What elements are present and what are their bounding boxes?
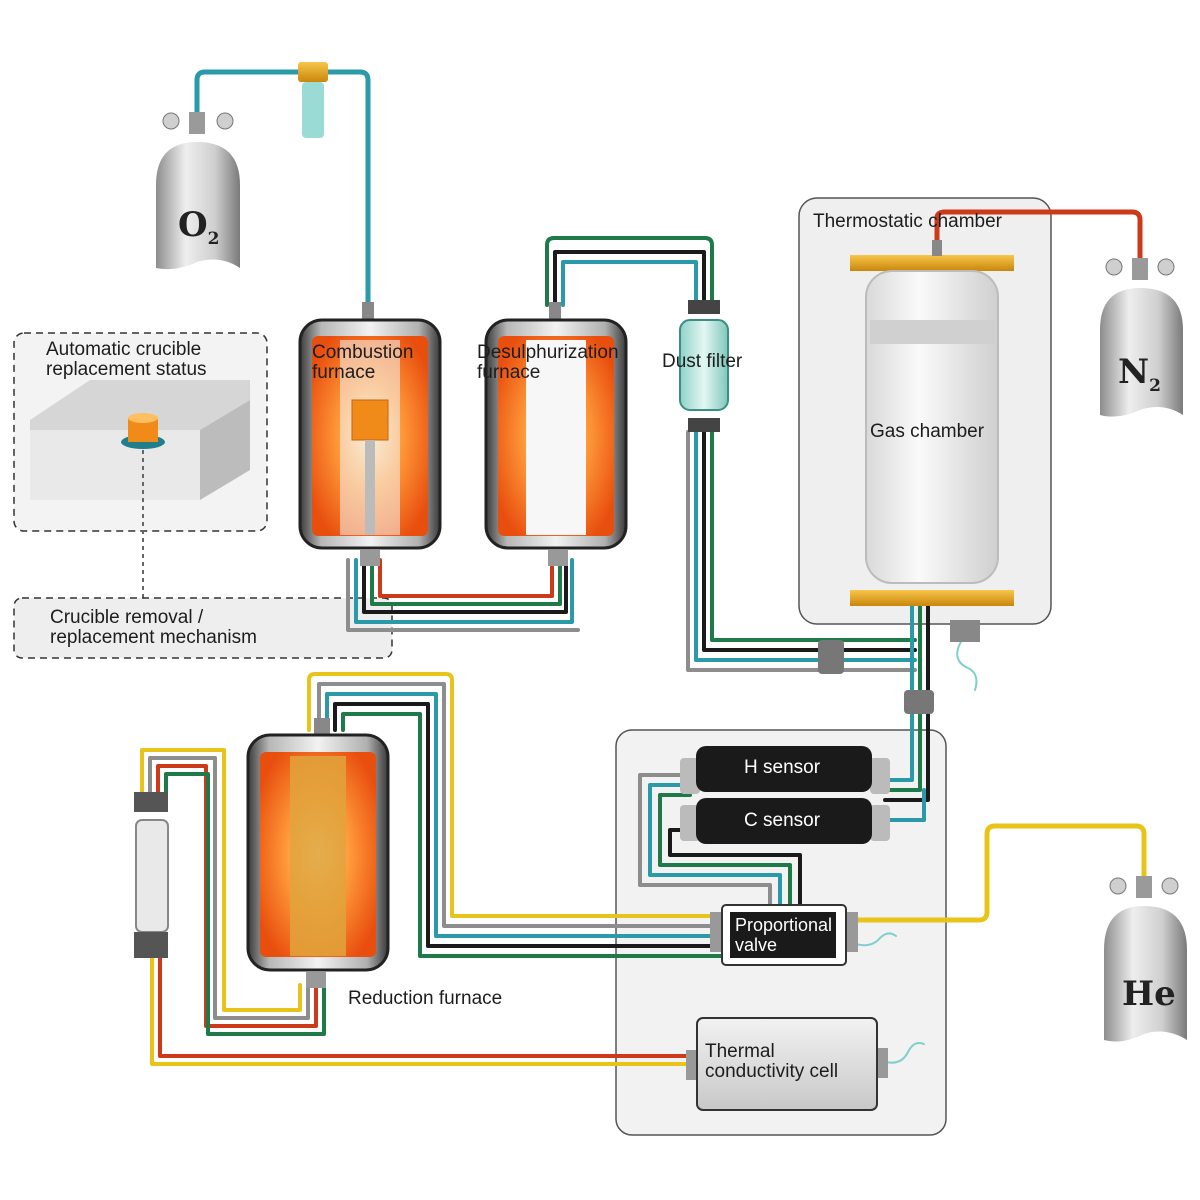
c-sensor-label: C sensor xyxy=(744,810,821,831)
helium-symbol: He xyxy=(1122,974,1176,1014)
oxygen-symbol: O2 xyxy=(178,205,220,249)
gas-chamber-label: Gas chamber xyxy=(870,421,985,442)
helium-supply-pipe xyxy=(847,823,1147,923)
dust-filter-label: Dust filter xyxy=(662,351,743,372)
combustion-to-desulph-pipe-red xyxy=(378,558,554,598)
sensor-to-valve-pipe xyxy=(648,783,782,907)
desulphurization-furnace xyxy=(484,302,628,566)
dust-filter-unit xyxy=(679,300,729,432)
thermal-cell-label-line1: Thermal xyxy=(705,1041,775,1062)
crucible-mechanism-label-line1: Crucible removal / xyxy=(50,607,204,628)
valve-to-reduction-pipe xyxy=(307,672,724,918)
nitrogen-supply-pipe xyxy=(934,209,1143,265)
gas-chamber-vessel xyxy=(850,240,1014,642)
desulph-furnace-label-line2: furnace xyxy=(477,362,541,383)
nitrogen-symbol: N2 xyxy=(1118,352,1161,396)
pipe-network xyxy=(140,69,1147,1066)
crucible-stage-illustration xyxy=(30,380,250,598)
oxygen-supply-pipe xyxy=(194,69,371,308)
combustion-furnace-label-line1: Combustion xyxy=(312,342,414,363)
crucible-status-label-line2: replacement status xyxy=(46,359,207,380)
vent-chamber xyxy=(956,639,978,691)
combustion-furnace-label-line2: furnace xyxy=(312,362,376,383)
h-sensor-label: H sensor xyxy=(744,757,821,778)
proportional-valve-label-line2: valve xyxy=(735,935,778,955)
thermostatic-chamber-label: Thermostatic chamber xyxy=(813,211,1003,232)
h-sensor-unit xyxy=(680,746,890,794)
reduction-to-column-pipe xyxy=(140,748,302,1012)
inline-valve-2 xyxy=(904,690,934,714)
inline-valve-1 xyxy=(818,640,844,674)
c-sensor-unit xyxy=(680,798,890,844)
desulph-furnace-label-line1: Desulphurization xyxy=(477,342,619,363)
reduction-furnace-label: Reduction furnace xyxy=(348,988,503,1009)
column-filter-unit xyxy=(134,792,169,958)
desulph-to-filter-pipe xyxy=(545,236,714,307)
crucible-mechanism-label-line2: replacement mechanism xyxy=(50,627,257,648)
vent-cell xyxy=(879,1042,925,1064)
thermal-conductivity-cell-unit xyxy=(686,1017,888,1111)
proportional-valve-unit xyxy=(710,904,858,966)
helium-cylinder xyxy=(1104,876,1187,1042)
crucible-status-label-line1: Automatic crucible xyxy=(46,339,202,360)
filter-to-chamber-pipe xyxy=(710,430,917,642)
nitrogen-cylinder xyxy=(1100,258,1183,417)
proportional-valve-label-line1: Proportional xyxy=(735,915,833,935)
combustion-furnace xyxy=(298,302,442,566)
column-to-cell-pipe xyxy=(150,956,702,1066)
reduction-furnace-unit xyxy=(246,718,390,988)
oxygen-cylinder xyxy=(156,112,240,270)
vent-valve xyxy=(849,932,897,947)
thermal-cell-label-line2: conductivity cell xyxy=(705,1061,839,1082)
oxygen-line-filter xyxy=(298,62,328,138)
